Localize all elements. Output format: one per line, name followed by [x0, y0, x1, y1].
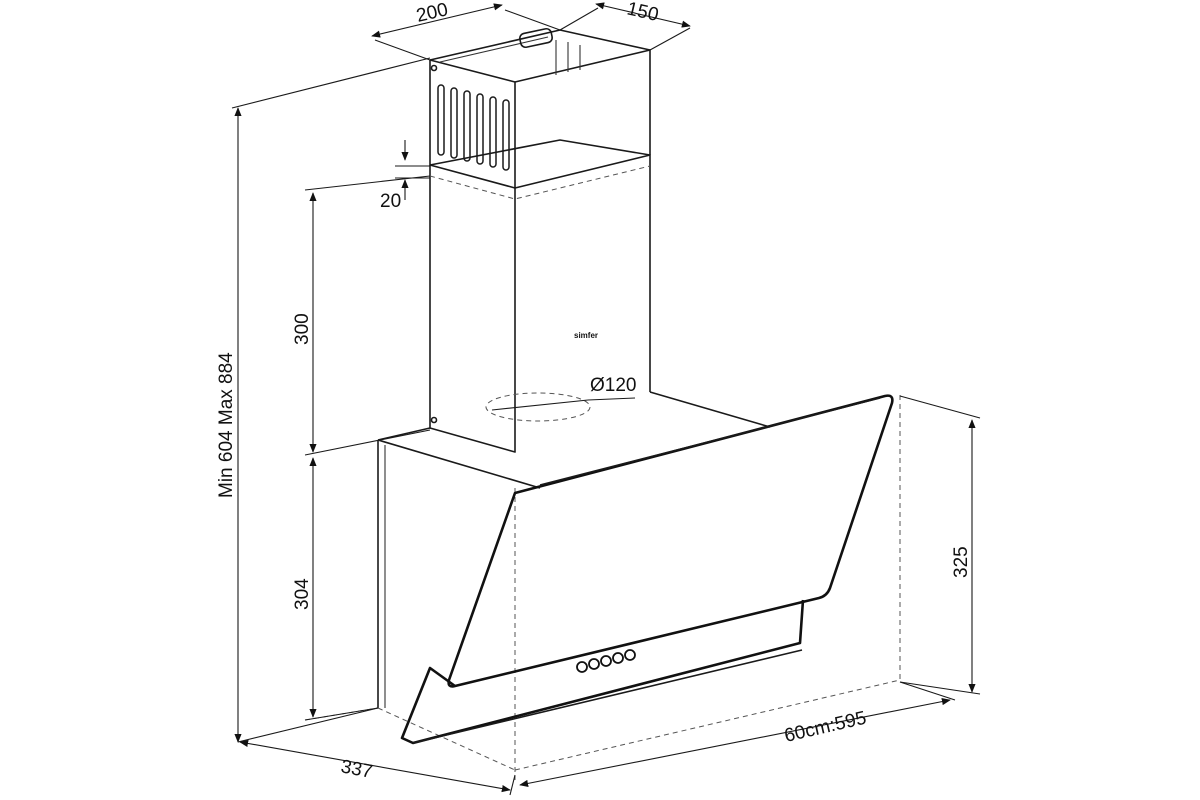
chimney-upper-sleeve — [429, 27, 651, 189]
dimension-chimney-height: 300 — [292, 175, 431, 456]
label-chimney-depth: 150 — [625, 0, 661, 26]
control-button-4 — [612, 652, 624, 664]
dimension-glass-height: 325 — [899, 395, 981, 695]
control-button-2 — [588, 658, 600, 670]
label-chimney-height: 300 — [292, 313, 313, 345]
control-button-3 — [600, 655, 612, 667]
dimension-total-height: Min 604 Max 884 — [216, 57, 431, 743]
chimney-lower-sleeve — [429, 139, 651, 453]
label-depth: 337 — [339, 756, 374, 783]
hood-body — [304, 391, 901, 780]
dimension-overlap: 20 — [380, 140, 430, 212]
control-buttons — [576, 649, 636, 673]
air-outlet — [485, 392, 591, 422]
label-outlet-diameter: Ø120 — [590, 375, 636, 396]
label-total-height: Min 604 Max 884 — [216, 352, 237, 498]
glass-panel — [400, 394, 894, 745]
brand-logo: simfer — [574, 331, 598, 340]
label-glass-height: 325 — [951, 546, 972, 578]
dimension-outlet-diameter: Ø120 — [587, 375, 636, 401]
dimension-depth: 337 — [237, 707, 516, 796]
label-overlap: 20 — [380, 191, 401, 212]
dimension-hood-height: 304 — [292, 457, 379, 721]
control-button-5 — [624, 649, 636, 661]
control-button-1 — [576, 661, 588, 673]
label-chimney-width: 200 — [414, 0, 450, 27]
chimney: simfer — [429, 27, 651, 453]
dimension-chimney-depth: 150 — [559, 0, 691, 51]
label-hood-height: 304 — [292, 578, 313, 610]
label-width: 60cm:595 — [782, 708, 868, 747]
